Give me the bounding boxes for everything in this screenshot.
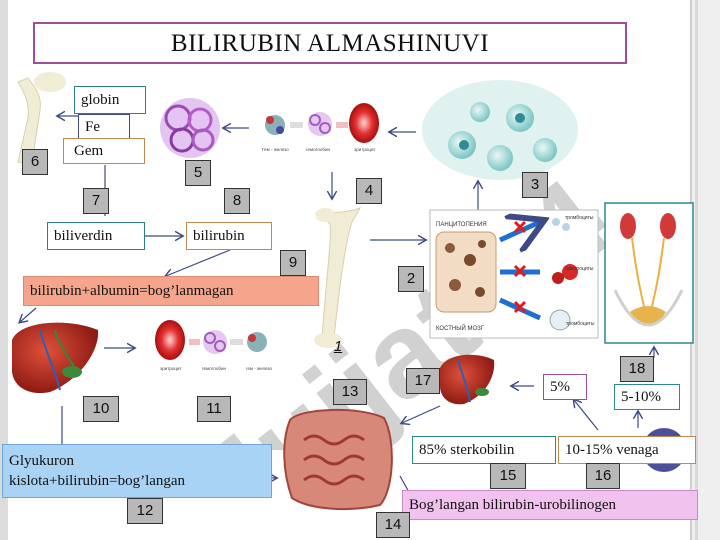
bilirubin-box: bilirubin [186, 222, 272, 250]
number-badge-16: 16 [586, 463, 620, 489]
marrow-label-top: ПАНЦИТОПЕНИЯ [436, 222, 487, 228]
rbc-bottom-label-2: гемоглобин [202, 366, 226, 371]
rbc-top-label-3: эритроцит [354, 147, 376, 152]
femur-bone-1 [314, 207, 362, 348]
gem-box: Gem [63, 138, 145, 164]
number-badge-3: 3 [522, 172, 548, 198]
number-badge-14: 14 [376, 512, 410, 538]
number-badge-5: 5 [185, 160, 211, 186]
rbc-top-label-1: Гем - железо [262, 147, 289, 152]
glyukuron-line2: kislota+bilirubin=bog’langan [9, 473, 186, 489]
bone-top-illustration [17, 72, 66, 163]
number-badge-11: 11 [197, 396, 231, 422]
marrow-eritrocity: эритроциты [566, 266, 594, 272]
number-badge-13: 13 [333, 379, 367, 405]
five-ten-percent-box: 5-10% [614, 384, 680, 410]
rbc-breakdown-top [265, 103, 379, 143]
number-badge-8: 8 [224, 188, 250, 214]
rbc-bottom-label-1: эритроцит [160, 366, 182, 371]
globin-box: globin [74, 86, 146, 114]
bone-marrow-panel-2 [429, 209, 599, 339]
rbc-breakdown-bottom-11 [155, 320, 267, 360]
page-title: BILIRUBIN ALMASHINUVI [33, 22, 627, 64]
left-border [0, 0, 8, 540]
number-badge-17: 17 [406, 368, 440, 394]
glyukuron-box: Glyukuron kislota+bilirubin=bog’langan [2, 444, 272, 498]
number-badge-12: 12 [127, 498, 163, 524]
glyukuron-line1: Glyukuron [9, 453, 74, 469]
intestine-14 [283, 408, 393, 511]
five-percent-box: 5% [543, 374, 587, 400]
urinary-system-18 [604, 202, 694, 344]
albumin-box: bilirubin+albumin=bog’lanmagan [23, 276, 319, 306]
venaga-box: 10-15% venaga [558, 436, 696, 464]
number-badge-2: 2 [398, 266, 424, 292]
liver-right-17 [440, 354, 495, 405]
marrow-trombocity-2: тромбоциты [566, 321, 595, 327]
number-badge-4: 4 [356, 178, 382, 204]
hemoglobin-molecule-5 [160, 98, 220, 158]
number-badge-6: 6 [22, 149, 48, 175]
number-badge-15: 15 [490, 463, 526, 489]
right-border-line [695, 0, 698, 540]
sterkobilin-box: 85% sterkobilin [412, 436, 556, 464]
biliverdin-box: biliverdin [47, 222, 145, 250]
urobilinogen-box: Bog’langan bilirubin-urobilinogen [402, 490, 698, 520]
marrow-label-bottom: КОСТНЫЙ МОЗГ [436, 324, 485, 332]
number-badge-18: 18 [620, 356, 654, 382]
number-badge-9: 9 [280, 250, 306, 276]
rbc-bottom-label-3: гем - железо [246, 366, 273, 371]
macrophage-cells-3 [422, 80, 578, 180]
fe-box: Fe [78, 114, 130, 140]
marrow-trombocity-1: тромбоциты [565, 215, 594, 221]
number-badge-7: 7 [83, 188, 109, 214]
number-badge-1: 1 [333, 338, 343, 355]
number-badge-10: 10 [83, 396, 119, 422]
rbc-top-label-2: гемоглобин [306, 147, 330, 152]
liver-left-10 [12, 322, 99, 394]
